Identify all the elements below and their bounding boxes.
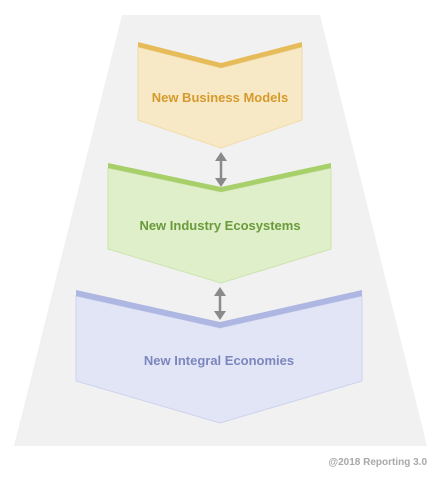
connector-arrow-1	[215, 152, 227, 187]
connector-arrow-1-down-head	[215, 178, 227, 187]
tier-new-integral-economies: New Integral Economies	[75, 290, 363, 424]
copyright-notice: @2018 Reporting 3.0	[328, 457, 427, 468]
connector-arrow-2-down-head	[214, 311, 226, 320]
tier-top-edge-business-models	[138, 42, 302, 68]
tier-label-industry-ecosystems: New Industry Ecosystems	[139, 218, 300, 233]
connector-arrow-2	[214, 287, 226, 320]
tier-top-edge-industry-ecosystems	[108, 163, 331, 192]
connector-arrow-1-up-head	[215, 152, 227, 161]
tier-label-business-models: New Business Models	[152, 90, 289, 105]
tier-new-business-models: New Business Models	[137, 42, 303, 149]
tier-new-industry-ecosystems: New Industry Ecosystems	[107, 163, 332, 284]
tier-label-integral-economies: New Integral Economies	[144, 353, 294, 368]
connector-arrow-2-up-head	[214, 287, 226, 296]
